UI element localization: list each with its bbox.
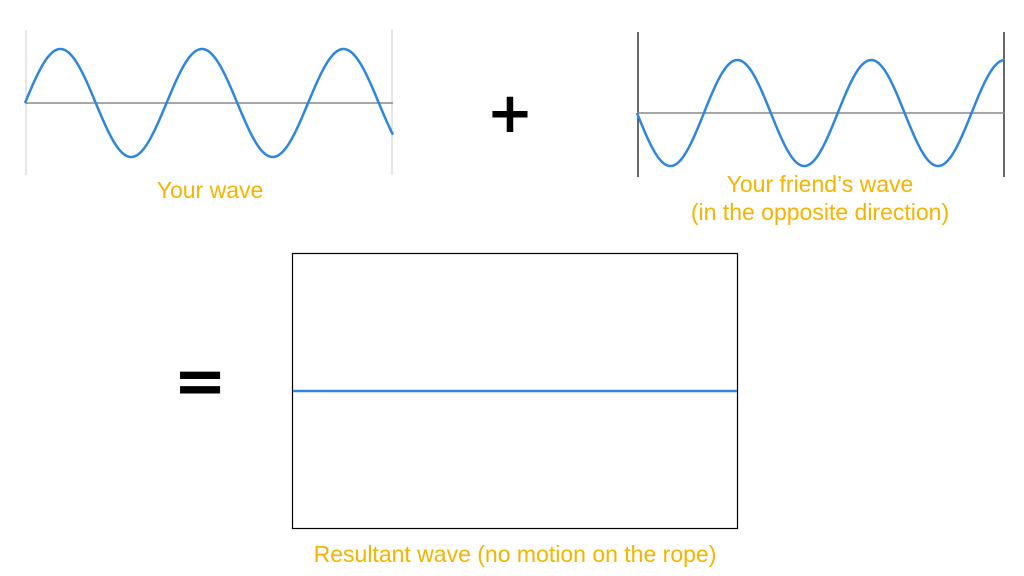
plus-sign: + [486,81,534,146]
friend-wave-panel [635,32,1006,177]
equals-sign: = [173,345,227,419]
friend-wave-graph [635,32,1006,177]
your-wave-graph [23,30,395,175]
your-wave-curve [23,47,395,159]
friend-wave-caption-line2: (in the opposite direction) [690,199,950,225]
friend-wave-caption: Your friend’s wave (in the opposite dire… [655,170,985,226]
friend-wave-curve [635,58,1006,168]
resultant-wave-caption: Resultant wave (no motion on the rope) [313,541,717,567]
resultant-wave-panel [291,252,739,530]
your-wave-panel [23,30,395,175]
your-wave-caption: Your wave [156,177,264,203]
resultant-wave-graph [291,252,739,530]
friend-wave-caption-line1: Your friend’s wave [726,171,914,197]
